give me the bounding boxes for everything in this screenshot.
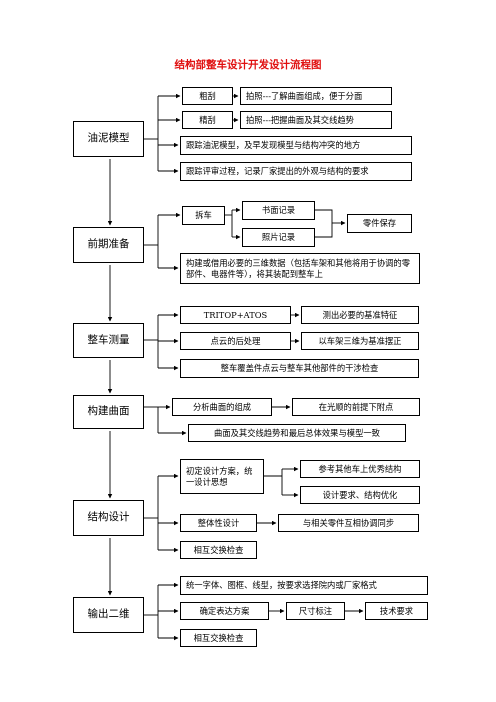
step-surface-consistency: 曲面及其交线趋势和最后总体效果与模型一致 xyxy=(188,424,406,442)
step-build-3d-data: 构建或借用必要的三维数据（包括车架和其他将用于协调的零部件、电器件等），将其装配… xyxy=(180,253,420,284)
step-design-requirements: 设计要求、结构优化 xyxy=(300,486,420,504)
step-point-cloud: 点云的后处理 xyxy=(180,332,291,350)
step-interference-check: 整车覆盖件点云与整车其他部件的干涉检查 xyxy=(180,359,419,378)
step-rough-photo: 拍照---了解曲面组成，便于分面 xyxy=(240,87,392,105)
step-technical-requirements: 技术要求 xyxy=(365,602,428,620)
step-tritop-atos: TRITOP+ATOS xyxy=(180,306,291,324)
step-cross-check-design: 相互交换检查 xyxy=(180,541,257,559)
stage-output-2d: 输出二维 xyxy=(73,597,144,633)
page-title: 结构部整车设计开发设计流程图 xyxy=(174,59,322,71)
step-track-clay-model: 跟踪油泥模型，及早发现模型与结构冲突的地方 xyxy=(180,136,412,155)
stage-preparation: 前期准备 xyxy=(73,227,144,263)
step-rough-scrape: 粗刮 xyxy=(182,87,233,105)
step-initial-scheme: 初定设计方案，统一设计思想 xyxy=(180,459,264,494)
step-coordinate-parts: 与相关零件互相协调同步 xyxy=(278,514,419,532)
step-photo-record: 照片记录 xyxy=(242,228,315,247)
stage-clay-model: 油泥模型 xyxy=(73,121,144,157)
step-analyze-surface: 分析曲面的组成 xyxy=(172,398,272,416)
connector-record-merge-1 xyxy=(315,209,333,238)
step-unify-fonts: 统一字体、图框、线型，按要求选择院内或厂家格式 xyxy=(180,576,428,595)
stage-structure-design: 结构设计 xyxy=(73,500,144,536)
step-dimensioning: 尺寸标注 xyxy=(286,602,345,620)
step-parts-storage: 零件保存 xyxy=(347,214,412,233)
step-integral-design: 整体性设计 xyxy=(180,514,257,532)
step-disassemble: 拆车 xyxy=(182,206,225,225)
step-expression-scheme: 确定表达方案 xyxy=(180,602,269,620)
stage-build-surface: 构建曲面 xyxy=(73,395,144,429)
step-attach-points: 在光顺的前提下附点 xyxy=(292,398,420,416)
step-written-record: 书面记录 xyxy=(242,201,315,220)
step-track-review: 跟踪评审过程，记录厂家提出的外观与结构的要求 xyxy=(180,162,412,181)
step-measure-features: 测出必要的基准特征 xyxy=(301,306,419,324)
step-reference-structure: 参考其他车上优秀结构 xyxy=(300,460,420,478)
step-align-frame: 以车架三维为基准摆正 xyxy=(301,332,419,350)
step-fine-scrape: 精刮 xyxy=(182,111,233,129)
step-fine-photo: 拍照---把握曲面及其交线趋势 xyxy=(240,111,392,129)
stage-vehicle-measurement: 整车测量 xyxy=(73,323,144,358)
step-cross-check-output: 相互交换检查 xyxy=(180,629,257,647)
